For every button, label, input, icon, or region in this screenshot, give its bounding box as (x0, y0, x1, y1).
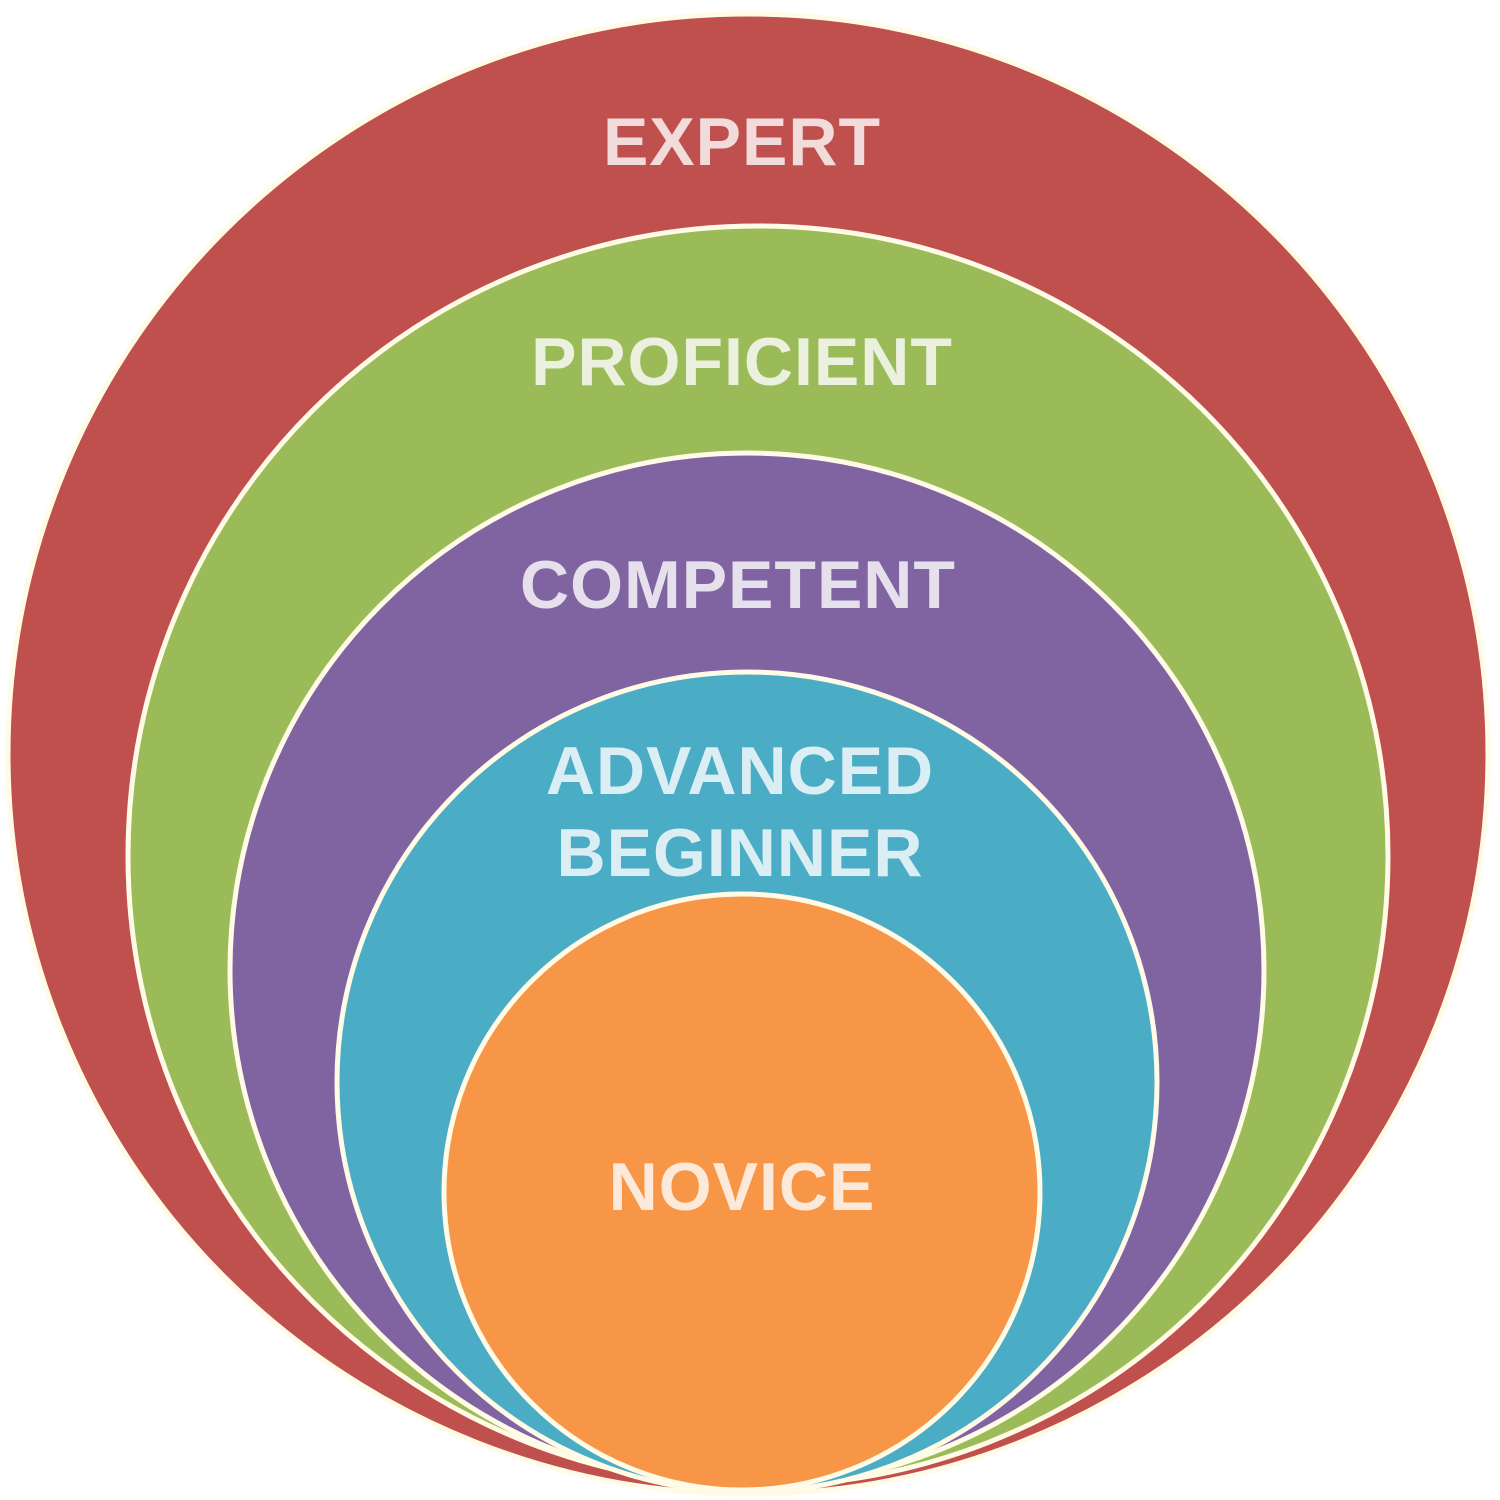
novice-label: NOVICE (609, 1149, 876, 1225)
advanced-beginner-label-line2: BEGINNER (557, 815, 924, 891)
competent-label: COMPETENT (520, 547, 956, 623)
proficient-label: PROFICIENT (531, 324, 953, 400)
expert-label: EXPERT (603, 104, 881, 180)
novice-circle (441, 891, 1043, 1493)
advanced-beginner-label-line1: ADVANCED (546, 733, 934, 809)
